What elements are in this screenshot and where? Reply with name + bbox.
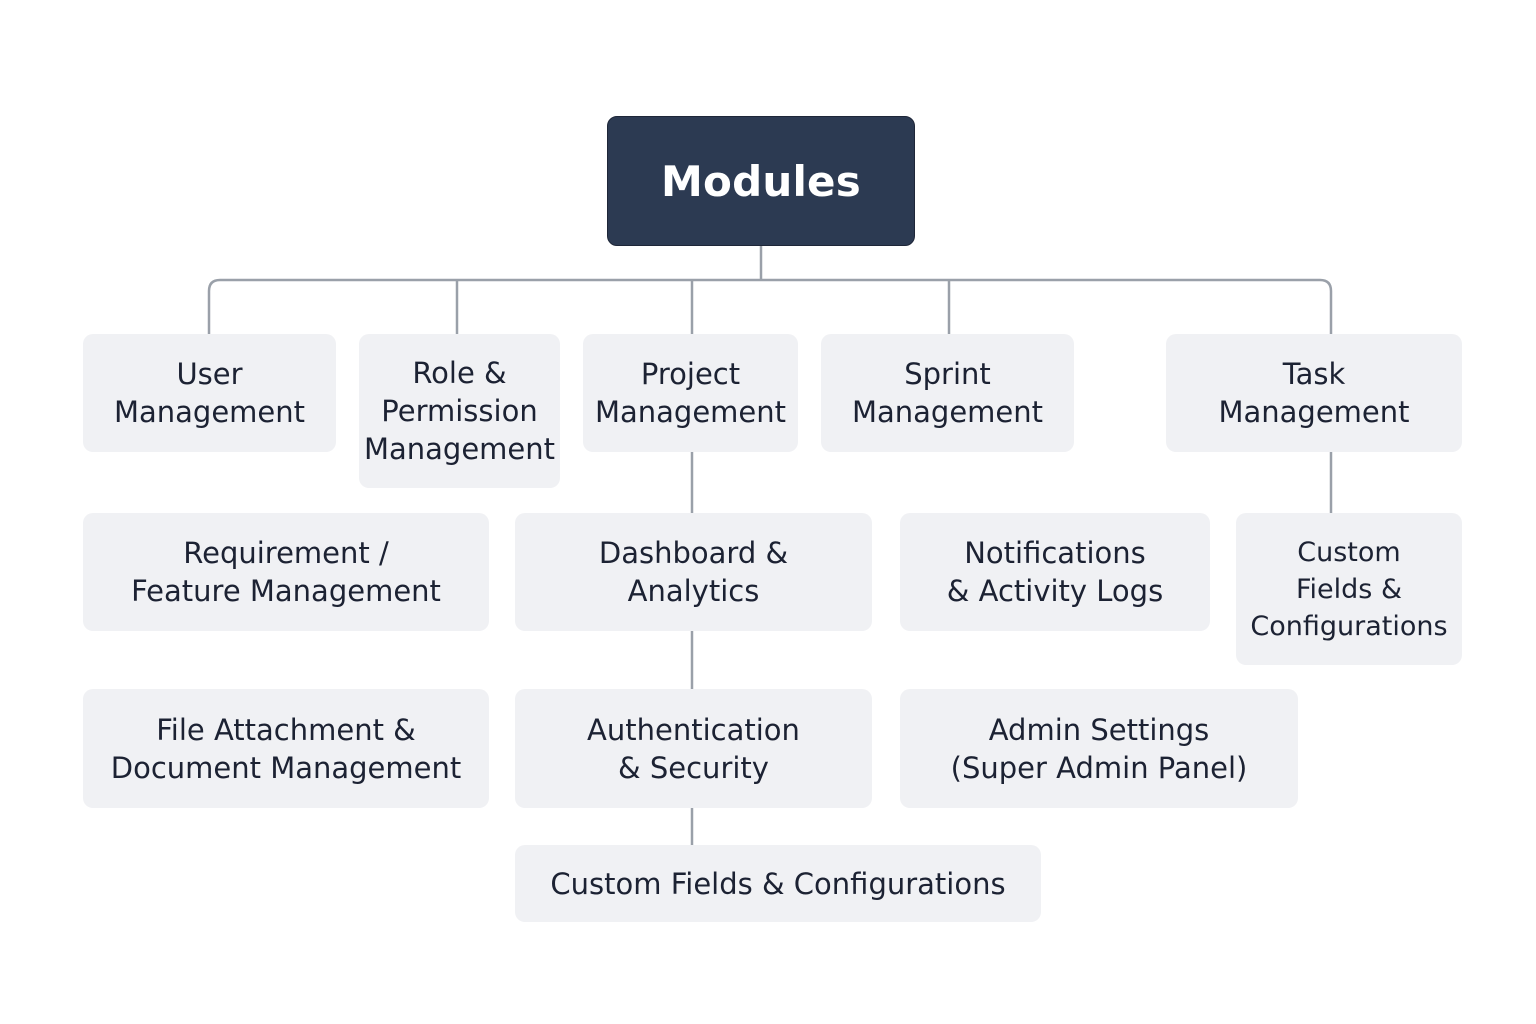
module-role-permission-management: Role & Permission Management — [359, 334, 560, 488]
module-file-attachment-document-management: File Attachment & Document Management — [83, 689, 489, 808]
module-custom-fields-configurations-right: Custom Fields & Configurations — [1236, 513, 1462, 665]
module-notifications-activity-logs: Notifications & Activity Logs — [900, 513, 1210, 631]
module-task-management: Task Management — [1166, 334, 1462, 452]
module-admin-settings: Admin Settings (Super Admin Panel) — [900, 689, 1298, 808]
module-label: Role & Permission Management — [363, 356, 556, 466]
module-label: Authentication & Security — [587, 712, 800, 785]
module-custom-fields-configurations-bottom: Custom Fields & Configurations — [515, 845, 1041, 922]
module-label: User Management — [113, 357, 306, 429]
module-label: Sprint Management — [851, 357, 1044, 429]
module-label: Notifications & Activity Logs — [946, 536, 1164, 608]
module-label: Custom Fields & Configurations — [1250, 536, 1448, 642]
modules-root-label: Modules — [661, 156, 861, 206]
module-label: Project Management — [594, 357, 787, 429]
module-label: Custom Fields & Configurations — [550, 866, 1006, 901]
module-label: Admin Settings (Super Admin Panel) — [950, 712, 1248, 785]
module-authentication-security: Authentication & Security — [515, 689, 872, 808]
connector-branch-bar — [207, 278, 1333, 334]
modules-root-node: Modules — [607, 116, 915, 246]
module-project-management: Project Management — [583, 334, 798, 452]
module-label: Task Management — [1218, 357, 1410, 429]
module-label: File Attachment & Document Management — [110, 712, 462, 785]
module-dashboard-analytics: Dashboard & Analytics — [515, 513, 872, 631]
module-user-management: User Management — [83, 334, 336, 452]
module-requirement-feature-management: Requirement / Feature Management — [83, 513, 489, 631]
module-label: Requirement / Feature Management — [131, 536, 441, 608]
module-sprint-management: Sprint Management — [821, 334, 1074, 452]
module-label: Dashboard & Analytics — [598, 536, 789, 608]
